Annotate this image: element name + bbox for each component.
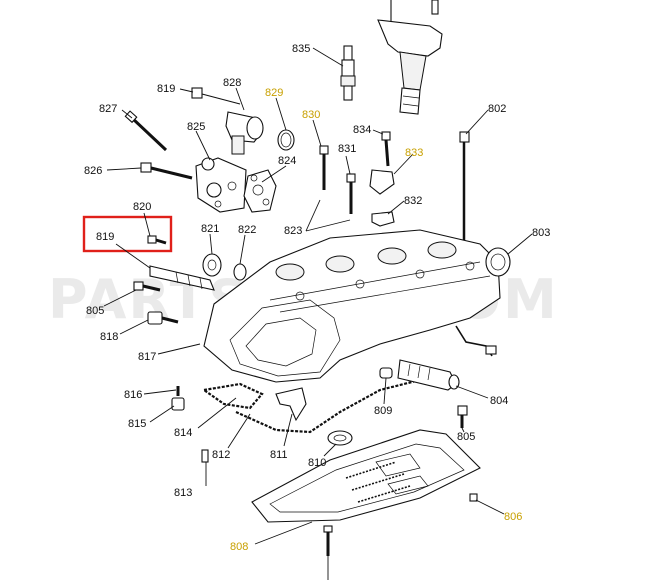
camshaft-actuator-valve[interactable] bbox=[191, 87, 264, 155]
front-seal[interactable] bbox=[485, 247, 511, 277]
seal-810[interactable] bbox=[327, 430, 353, 446]
label-805-right: 805 bbox=[457, 431, 475, 443]
bolt-834[interactable] bbox=[381, 131, 391, 167]
label-808: 808 bbox=[230, 541, 248, 553]
leader-lines bbox=[103, 47, 533, 580]
label-835: 835 bbox=[292, 43, 310, 55]
actuator-housing[interactable] bbox=[195, 157, 247, 213]
highlight-box bbox=[82, 215, 173, 253]
label-830: 830 bbox=[302, 109, 320, 121]
bolt-827[interactable] bbox=[124, 110, 168, 152]
label-816: 816 bbox=[124, 389, 142, 401]
gasket-811[interactable] bbox=[275, 387, 307, 422]
label-824: 824 bbox=[278, 155, 296, 167]
label-821: 821 bbox=[201, 223, 219, 235]
label-822: 822 bbox=[238, 224, 256, 236]
pin-813[interactable] bbox=[201, 449, 209, 463]
camshaft-cover[interactable] bbox=[203, 229, 501, 383]
label-820: 820 bbox=[133, 201, 151, 213]
label-802: 802 bbox=[488, 103, 506, 115]
label-827: 827 bbox=[99, 103, 117, 115]
bolt-826[interactable] bbox=[140, 162, 193, 180]
label-834: 834 bbox=[353, 124, 371, 136]
spark-plug[interactable] bbox=[340, 45, 356, 101]
callout-labels: 835 819 828 829 830 827 825 834 802 831 … bbox=[84, 43, 550, 553]
seal-821[interactable] bbox=[202, 253, 222, 277]
bracket-833[interactable] bbox=[369, 169, 395, 195]
label-826: 826 bbox=[84, 165, 102, 177]
ignition-coil[interactable] bbox=[377, 0, 443, 115]
label-813: 813 bbox=[174, 487, 192, 499]
bracket-832[interactable] bbox=[371, 211, 395, 227]
harness-clip[interactable] bbox=[455, 325, 497, 357]
oil-pan-baffle[interactable] bbox=[251, 429, 481, 523]
bolt-808[interactable] bbox=[323, 525, 333, 556]
label-810: 810 bbox=[308, 457, 326, 469]
label-832: 832 bbox=[404, 195, 422, 207]
label-828: 828 bbox=[223, 77, 241, 89]
label-829: 829 bbox=[265, 87, 283, 99]
sensor-818[interactable] bbox=[147, 311, 179, 325]
label-809: 809 bbox=[374, 405, 392, 417]
label-823: 823 bbox=[284, 225, 302, 237]
label-805-left: 805 bbox=[86, 305, 104, 317]
cap-815[interactable] bbox=[171, 397, 185, 411]
stud-831[interactable] bbox=[346, 173, 356, 214]
gasket[interactable] bbox=[243, 169, 277, 213]
bolt-805-right[interactable] bbox=[457, 405, 468, 428]
label-833: 833 bbox=[405, 147, 423, 159]
label-803: 803 bbox=[532, 227, 550, 239]
label-817: 817 bbox=[138, 351, 156, 363]
label-812: 812 bbox=[212, 449, 230, 461]
label-825: 825 bbox=[187, 121, 205, 133]
shaft-819[interactable] bbox=[149, 265, 215, 291]
solenoid-804[interactable] bbox=[397, 359, 460, 391]
cap-809[interactable] bbox=[379, 367, 393, 379]
label-819-top: 819 bbox=[157, 83, 175, 95]
label-814: 814 bbox=[174, 427, 192, 439]
label-804: 804 bbox=[490, 395, 508, 407]
gasket-812[interactable] bbox=[235, 378, 421, 434]
label-831: 831 bbox=[338, 143, 356, 155]
label-818: 818 bbox=[100, 331, 118, 343]
o-ring[interactable] bbox=[277, 129, 295, 151]
stud-830[interactable] bbox=[319, 145, 329, 190]
gasket-814[interactable] bbox=[201, 382, 264, 410]
label-819: 819 bbox=[96, 231, 114, 243]
bolt-805-left[interactable] bbox=[133, 281, 161, 292]
label-806: 806 bbox=[504, 511, 522, 523]
label-811: 811 bbox=[270, 449, 288, 461]
label-815: 815 bbox=[128, 418, 146, 430]
bolt-806[interactable] bbox=[469, 493, 478, 502]
bolt-820[interactable] bbox=[147, 235, 167, 245]
